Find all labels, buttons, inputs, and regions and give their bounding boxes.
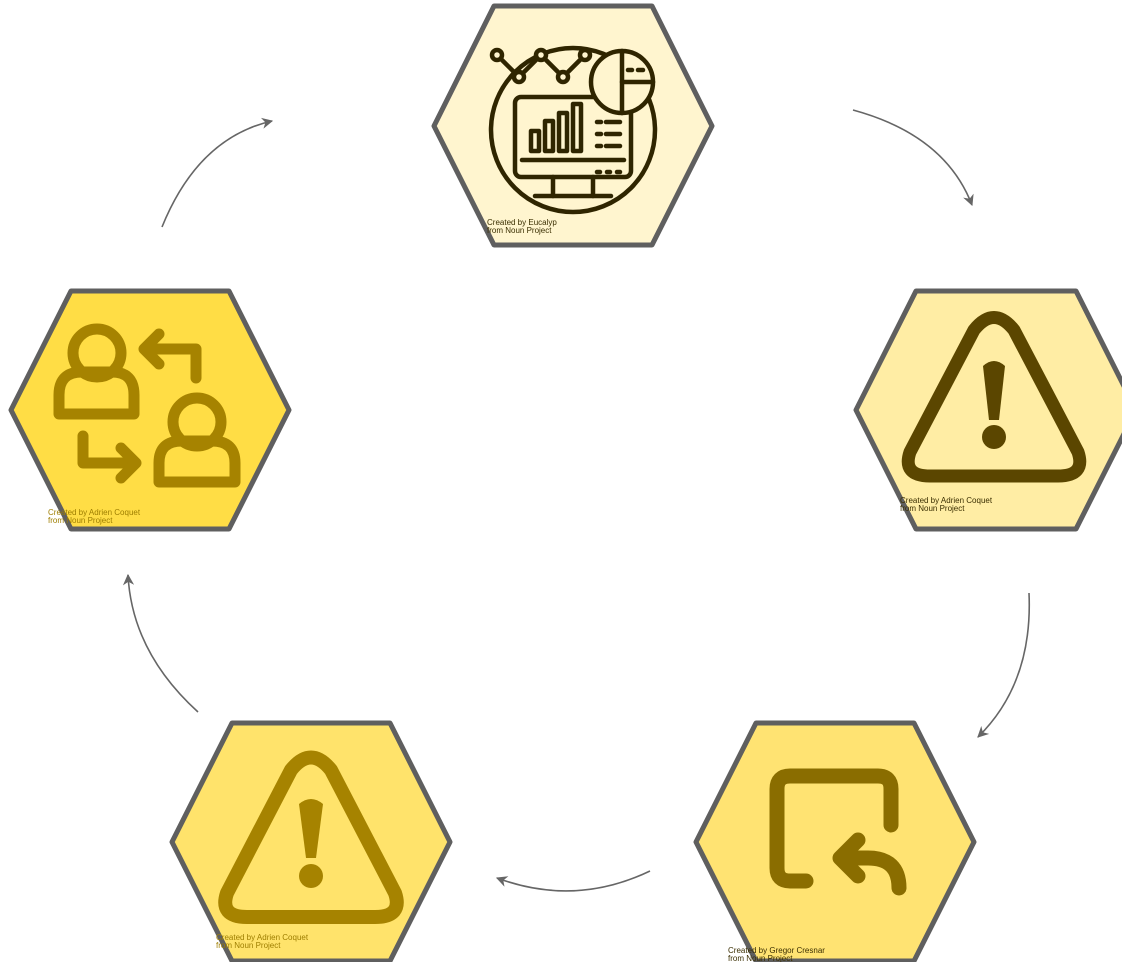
- node-warning-right: Created by Adrien Coquet from Noun Proje…: [853, 288, 1122, 532]
- hexagon-exchange: [8, 288, 292, 532]
- credit-source: from Noun Project: [728, 954, 793, 962]
- arrow-warning-left-to-exchange: [122, 573, 199, 713]
- analytics-dashboard-icon: [488, 45, 658, 215]
- arrow-exchange-to-analytics: [161, 117, 274, 228]
- credit-author: Created by Adrien Coquet: [216, 933, 309, 942]
- hexagon-return: [693, 720, 977, 962]
- warning-triangle-icon: [901, 311, 1087, 483]
- user-exchange-icon: [53, 323, 241, 488]
- credit-author: Created by Adrien Coquet: [900, 496, 993, 505]
- node-return: Created by Gregor Cresnar from Noun Proj…: [693, 720, 977, 962]
- credit-author: Created by Adrien Coquet: [48, 508, 141, 517]
- arrow-analytics-to-warning-right: [852, 109, 974, 207]
- node-analytics: Created by Eucalyp from Noun Project: [431, 3, 715, 248]
- credit-source: from Noun Project: [487, 226, 552, 235]
- credit-source: from Noun Project: [216, 941, 281, 950]
- arrow-warning-right-to-return: [977, 592, 1031, 738]
- credit-source: from Noun Project: [900, 504, 965, 513]
- arrow-return-to-warning-left: [495, 870, 651, 892]
- warning-triangle-icon: [218, 750, 404, 924]
- node-exchange: Created by Adrien Coquet from Noun Proje…: [8, 288, 292, 532]
- credit-source: from Noun Project: [48, 516, 113, 525]
- credit-author: Created by Eucalyp: [487, 218, 557, 227]
- node-warning-left: Created by Adrien Coquet from Noun Proje…: [169, 720, 453, 962]
- credit-author: Created by Gregor Cresnar: [728, 946, 825, 955]
- connector-arrows: [122, 109, 1031, 892]
- return-arrow-icon: [769, 768, 907, 896]
